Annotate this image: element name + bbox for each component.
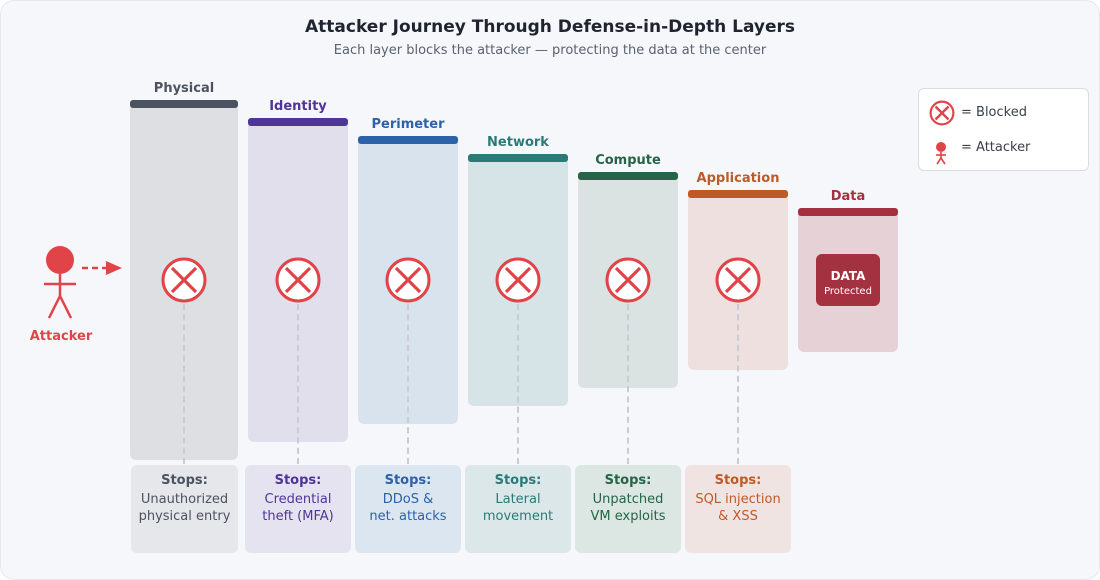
legend: = Blocked = Attacker — [918, 88, 1089, 171]
blocked-x-icon — [495, 257, 541, 303]
blocked-x-icon — [715, 257, 761, 303]
attacker-arrow-icon — [82, 261, 122, 275]
stops-heading: Stops: — [161, 473, 208, 488]
stops-card-network: Stops: Lateral movement — [465, 465, 571, 553]
attacker-figure-icon — [44, 246, 76, 319]
attacker-label: Attacker — [29, 329, 93, 344]
diagram-subtitle: Each layer blocks the attacker — protect… — [333, 43, 767, 58]
connector-network — [517, 304, 519, 464]
layer-identity-label: Identity — [269, 99, 327, 114]
stops-card-identity: Stops: Credential theft (MFA) — [245, 465, 351, 553]
attacker-figure-icon — [936, 142, 946, 165]
layer-perimeter-bar — [358, 136, 458, 144]
data-box-subtitle: Protected — [824, 286, 872, 297]
layer-compute-label: Compute — [595, 153, 661, 168]
layer-network-bar — [468, 154, 568, 162]
layer-application-label: Application — [696, 171, 780, 186]
connector-identity — [297, 304, 299, 464]
layer-data-bar — [798, 208, 898, 216]
diagram-title: Attacker Journey Through Defense-in-Dept… — [304, 17, 796, 37]
connector-compute — [627, 304, 629, 464]
layer-network-label: Network — [487, 135, 549, 150]
stops-card-physical: Stops: Unauthorized physical entry — [131, 465, 238, 553]
legend-attacker-label: = Attacker — [961, 140, 1031, 155]
stops-text: DDoS & net. attacks — [369, 491, 447, 525]
data-protected-box: DATA Protected — [816, 254, 880, 306]
stops-heading: Stops: — [494, 473, 542, 488]
stops-card-perimeter: Stops: DDoS & net. attacks — [355, 465, 461, 553]
stops-text: Credential theft (MFA) — [262, 491, 334, 525]
stops-text: Unauthorized physical entry — [138, 491, 231, 525]
layer-compute-bar — [578, 172, 678, 180]
stops-heading: Stops: — [714, 473, 762, 488]
stops-text: SQL injection & XSS — [695, 491, 781, 525]
stops-heading: Stops: — [604, 473, 652, 488]
blocked-x-icon — [275, 257, 321, 303]
stops-text: Unpatched VM exploits — [590, 491, 666, 525]
layer-physical-label: Physical — [153, 81, 215, 96]
layer-application-bar — [688, 190, 788, 198]
connector-physical — [183, 304, 185, 464]
stops-text: Lateral movement — [482, 491, 554, 525]
blocked-x-icon — [929, 100, 955, 126]
stops-heading: Stops: — [384, 473, 432, 488]
stops-card-compute: Stops: Unpatched VM exploits — [575, 465, 681, 553]
layer-data-label: Data — [830, 189, 866, 204]
stops-card-application: Stops: SQL injection & XSS — [685, 465, 791, 553]
connector-application — [737, 304, 739, 464]
stops-heading: Stops: — [274, 473, 322, 488]
layer-perimeter-label: Perimeter — [371, 117, 445, 132]
layer-physical-bar — [130, 100, 238, 108]
connector-perimeter — [407, 304, 409, 464]
data-box-title: DATA — [830, 269, 866, 283]
blocked-x-icon — [385, 257, 431, 303]
blocked-x-icon — [605, 257, 651, 303]
legend-blocked-label: = Blocked — [961, 105, 1027, 120]
blocked-x-icon — [161, 257, 207, 303]
layer-identity-bar — [248, 118, 348, 126]
